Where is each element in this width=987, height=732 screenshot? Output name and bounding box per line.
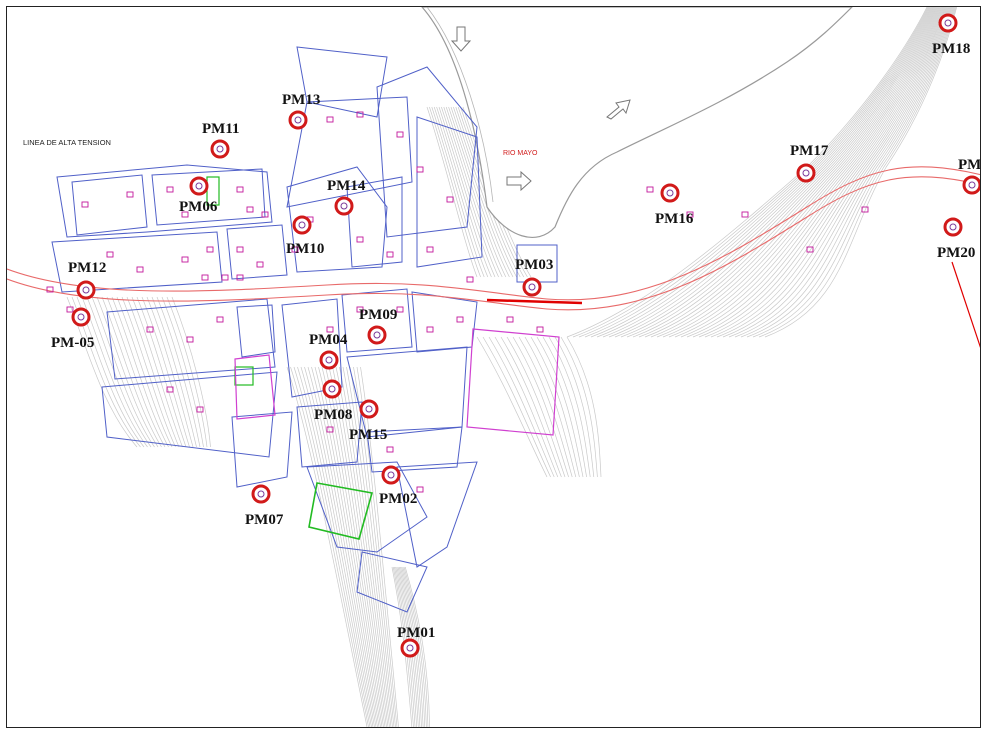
marker-center-icon — [82, 286, 90, 294]
survey-marker-pm-05[interactable]: PM-05 — [51, 307, 94, 351]
map-frame: RIO MAYO — [6, 6, 981, 728]
survey-marker-label: PM02 — [379, 491, 417, 507]
survey-marker-pm07[interactable]: PM07 — [245, 484, 284, 528]
marker-center-icon — [666, 189, 674, 197]
marker-center-icon — [216, 145, 224, 153]
survey-marker-pm06[interactable]: PM06 — [179, 176, 218, 215]
survey-marker-label: PM11 — [202, 121, 240, 137]
marker-ring-icon — [381, 465, 401, 485]
survey-marker-label: PM19 — [958, 157, 981, 173]
survey-marker-pm19[interactable]: PM19 — [958, 157, 981, 195]
marker-ring-icon — [319, 350, 339, 370]
marker-ring-icon — [71, 307, 91, 327]
survey-marker-label: PM20 — [937, 245, 975, 261]
river-label: RIO MAYO — [503, 150, 538, 157]
marker-ring-icon — [367, 325, 387, 345]
marker-center-icon — [802, 169, 810, 177]
marker-center-icon — [325, 356, 333, 364]
survey-marker-pm13[interactable]: PM13 — [282, 92, 320, 130]
survey-marker-pm15[interactable]: PM15 — [349, 399, 387, 443]
marker-ring-icon — [251, 484, 271, 504]
survey-marker-pm18[interactable]: PM18 — [932, 13, 970, 57]
survey-marker-label: PM10 — [286, 241, 324, 257]
marker-center-icon — [77, 313, 85, 321]
survey-marker-pm17[interactable]: PM17 — [790, 143, 829, 183]
marker-ring-icon — [660, 183, 680, 203]
survey-marker-pm12[interactable]: PM12 — [68, 260, 106, 300]
survey-marker-label: PM15 — [349, 427, 387, 443]
contour-lines — [66, 7, 958, 727]
marker-center-icon — [373, 331, 381, 339]
marker-center-icon — [195, 182, 203, 190]
marker-center-icon — [968, 181, 976, 189]
survey-marker-pm14[interactable]: PM14 — [327, 178, 366, 216]
marker-center-icon — [406, 644, 414, 652]
survey-marker-pm09[interactable]: PM09 — [359, 307, 397, 345]
power-line-label: LINEA DE ALTA TENSION — [23, 138, 111, 147]
marker-ring-icon — [938, 13, 958, 33]
marker-center-icon — [387, 471, 395, 479]
marker-ring-icon — [292, 215, 312, 235]
survey-marker-label: PM08 — [314, 407, 352, 423]
survey-marker-label: PM04 — [309, 332, 348, 348]
survey-marker-label: PM13 — [282, 92, 320, 108]
survey-marker-pm10[interactable]: PM10 — [286, 215, 324, 257]
marker-center-icon — [328, 385, 336, 393]
survey-marker-label: PM-05 — [51, 335, 94, 351]
marker-ring-icon — [962, 175, 980, 195]
marker-ring-icon — [522, 277, 542, 297]
survey-marker-label: PM18 — [932, 41, 970, 57]
survey-marker-label: PM06 — [179, 199, 218, 215]
survey-marker-pm11[interactable]: PM11 — [202, 121, 240, 159]
survey-marker-pm20[interactable]: PM20 — [937, 217, 975, 261]
marker-center-icon — [298, 221, 306, 229]
survey-marker-label: PM12 — [68, 260, 106, 276]
survey-marker-label: PM09 — [359, 307, 397, 323]
marker-ring-icon — [322, 379, 342, 399]
marker-center-icon — [944, 19, 952, 27]
marker-center-icon — [528, 283, 536, 291]
survey-marker-label: PM01 — [397, 625, 435, 641]
site-plan-map[interactable]: RIO MAYO — [7, 7, 981, 728]
marker-ring-icon — [400, 638, 420, 658]
marker-ring-icon — [359, 399, 379, 419]
marker-ring-icon — [796, 163, 816, 183]
marker-center-icon — [365, 405, 373, 413]
survey-markers: PM01PM02PM03PM04PM-05PM06PM07PM08PM09PM1… — [51, 13, 981, 658]
survey-marker-label: PM14 — [327, 178, 366, 194]
survey-marker-pm08[interactable]: PM08 — [314, 379, 352, 423]
marker-ring-icon — [334, 196, 354, 216]
marker-ring-icon — [76, 280, 96, 300]
marker-center-icon — [340, 202, 348, 210]
lot-markers — [46, 111, 869, 493]
main-road — [7, 166, 980, 348]
marker-ring-icon — [189, 176, 209, 196]
urban-blocks — [51, 46, 558, 613]
survey-marker-label: PM07 — [245, 512, 284, 528]
survey-marker-label: PM17 — [790, 143, 829, 159]
survey-marker-pm16[interactable]: PM16 — [655, 183, 694, 227]
survey-marker-label: PM03 — [515, 257, 553, 273]
survey-marker-pm04[interactable]: PM04 — [309, 332, 348, 370]
survey-marker-pm01[interactable]: PM01 — [397, 625, 435, 658]
marker-center-icon — [257, 490, 265, 498]
marker-ring-icon — [210, 139, 230, 159]
survey-marker-label: PM16 — [655, 211, 694, 227]
marker-ring-icon — [943, 217, 963, 237]
river: RIO MAYO — [421, 7, 853, 238]
marker-ring-icon — [288, 110, 308, 130]
marker-center-icon — [949, 223, 957, 231]
marker-center-icon — [294, 116, 302, 124]
survey-marker-pm02[interactable]: PM02 — [379, 465, 417, 507]
survey-marker-pm03[interactable]: PM03 — [515, 257, 553, 297]
